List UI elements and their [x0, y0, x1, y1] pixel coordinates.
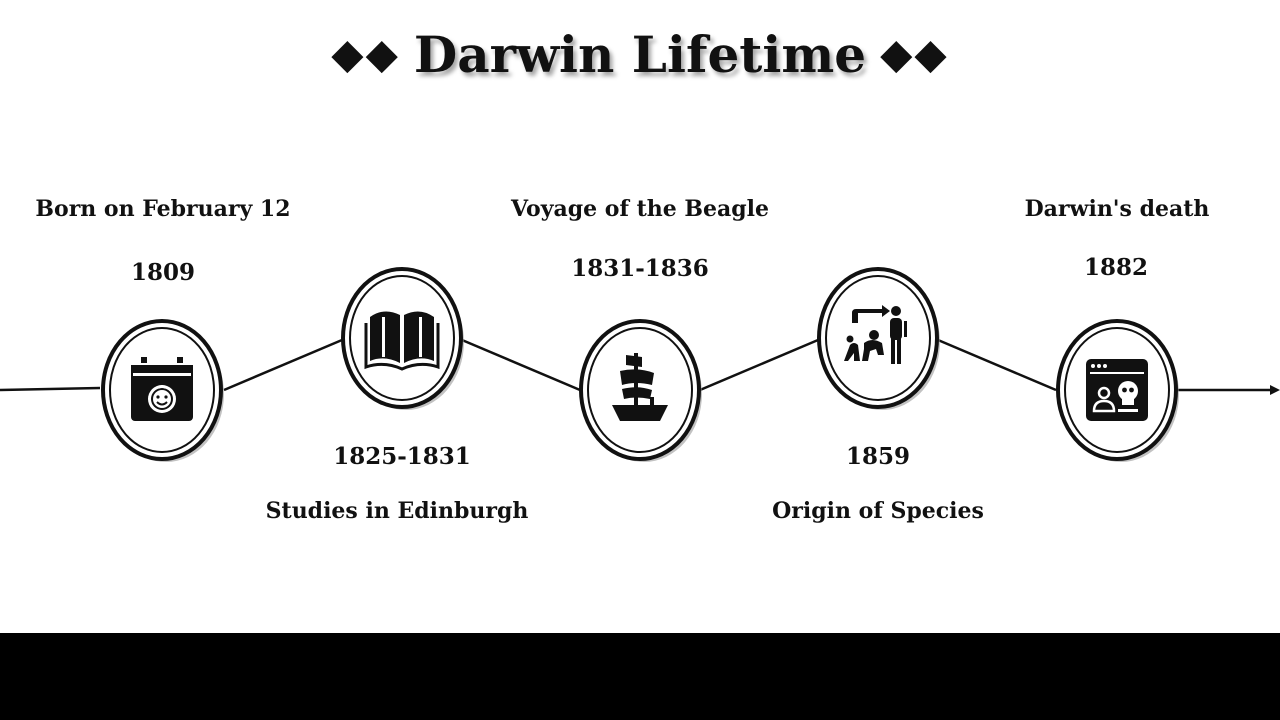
milestone-node-4 — [816, 265, 940, 411]
sailing-ship-icon — [612, 353, 668, 421]
milestone-node-1 — [100, 317, 224, 463]
milestone-year-4: 1859 — [845, 443, 910, 470]
title-decoration-right: ◆◆ — [880, 29, 949, 78]
milestone-event-2: Studies in Edinburgh — [265, 498, 529, 524]
milestone-year-1: 1809 — [130, 259, 195, 286]
footer-bar — [0, 633, 1280, 720]
open-book-icon — [364, 311, 440, 371]
milestone-year-3: 1831-1836 — [571, 255, 709, 282]
milestone-node-2 — [340, 265, 464, 411]
evolution-icon — [844, 305, 907, 364]
milestone-event-4: Origin of Species — [772, 498, 984, 524]
baby-calendar-icon — [131, 357, 193, 421]
title-decoration-left: ◆◆ — [331, 29, 400, 78]
milestone-event-1: Born on February 12 — [35, 196, 291, 222]
milestone-event-5: Darwin's death — [1024, 196, 1210, 222]
milestone-node-5 — [1055, 317, 1179, 463]
milestone-year-5: 1882 — [1083, 254, 1148, 281]
title-text: Darwin Lifetime — [413, 25, 867, 84]
timeline-arrowhead — [1270, 385, 1280, 395]
milestone-node-3 — [578, 317, 702, 463]
page-title: ◆◆ Darwin Lifetime ◆◆ — [0, 22, 1280, 87]
milestone-event-3: Voyage of the Beagle — [511, 196, 769, 222]
milestone-year-2: 1825-1831 — [333, 443, 471, 470]
skull-window-icon — [1086, 359, 1148, 421]
